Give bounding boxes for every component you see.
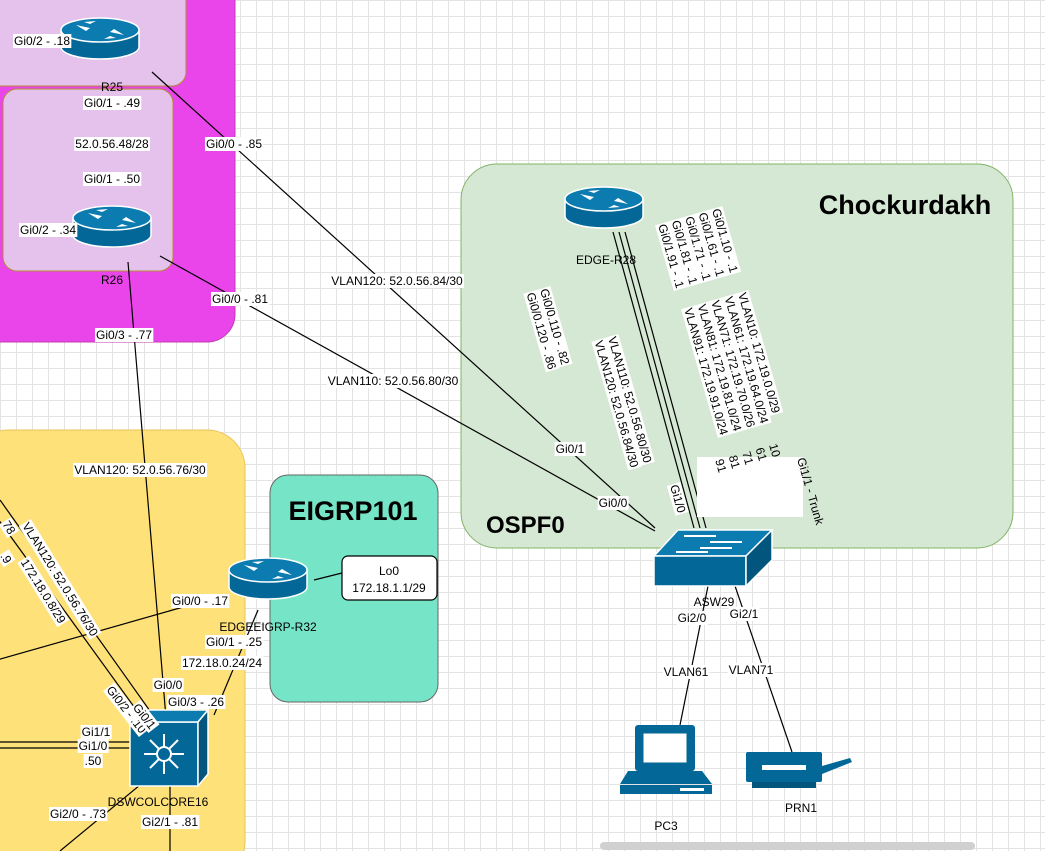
switch-asw29[interactable] [652,528,774,588]
link-r32-lo0 [313,572,343,581]
horizontal-scrollbar[interactable] [600,842,975,850]
label-prn1-name: PRN1 [785,801,817,815]
link-r28-asw-a [612,231,695,529]
prn1-printer-icon[interactable] [746,752,852,788]
label-r26-gi03: Gi0/3 - .77 [96,328,152,342]
label-r25-name: R25 [101,80,123,94]
label-r32-gi00: Gi0/0 - .17 [172,594,228,608]
label-r25-gi00: Gi0/0 - .85 [206,137,262,151]
label-r26-name: R26 [101,273,123,287]
label-edge-r28-name: EDGE-R28 [576,253,636,267]
label-vlan120-r26-dsw: VLAN120: 52.0.56.76/30 [74,463,206,477]
label-asw-gi21: Gi2/1 [730,607,759,621]
zone-title-chockurdakh: Chockurdakh [819,190,992,220]
label-vlan110-r26: VLAN110: 52.0.56.80/30 [328,374,459,388]
label-asw-gi00: Gi0/0 [599,496,628,510]
label-edge-eigrp-r32-name: EDGEEIGRP-R32 [219,620,317,634]
zone-title-eigrp: EIGRP101 [288,496,417,526]
lo0-address: 172.18.1.1/29 [352,581,426,595]
label-trunk-vlan81: 81 [726,454,743,471]
labels: Gi0/2 - .18 R25 Gi0/1 - .49 52.0.56.48/2… [12,34,817,833]
label-asw29-name: ASW29 [694,595,735,609]
link-left-dsw-b [0,520,146,723]
label-trunk-vlan71: 71 [739,450,756,467]
lo0-box[interactable] [341,555,438,601]
label-dsw-gi10: Gi1/0 [79,739,108,753]
lo0-name: Lo0 [379,564,399,578]
label-trunk-vlan61: 61 [753,446,770,463]
label-vlan71: VLAN71 [729,663,774,677]
link-asw-pc3 [679,585,709,726]
label-dsw-gi03: Gi0/3 - .26 [168,695,224,709]
label-r26-gi00: Gi0/0 - .81 [212,292,268,306]
pc3-computer-icon[interactable] [620,725,712,794]
label-net-r32-dsw: 172.18.0.24/24 [182,656,262,670]
label-trunk-vlan10: 10 [766,442,783,459]
router-edge-r28[interactable] [564,186,644,229]
link-r28-asw-b [618,231,701,529]
router-r25[interactable] [60,17,140,60]
trunk-label-box: Gi1/1 - Trunk 10 61 71 81 91 [697,442,827,527]
router-r26[interactable] [72,205,152,248]
label-r25-gi02: Gi0/2 - .18 [14,34,70,48]
label-dsw-gi00: Gi0/0 [154,678,183,692]
label-dsw-gi21: Gi2/1 - .81 [142,815,198,829]
label-dsw-gi11: Gi1/1 [82,725,111,739]
zone-title-ospf: OSPF0 [486,512,565,539]
label-pc3-name: PC3 [654,819,678,833]
label-asw-gi01: Gi0/1 [556,442,585,456]
label-trunk-vlan91: 91 [712,457,729,474]
label-asw-gi20: Gi2/0 [678,611,707,625]
label-dsw-gi20: Gi2/0 - .73 [50,807,106,821]
label-dsw-50: .50 [85,754,102,768]
label-net-r25-r26: 52.0.56.48/28 [75,137,149,151]
link-r28-asw-c [624,231,707,529]
label-dswcolcore16-name: DSWCOLCORE16 [108,795,209,809]
label-vlan120-r25: VLAN120: 52.0.56.84/30 [331,274,463,288]
label-r26-gi01: Gi0/1 - .50 [84,172,140,186]
label-r32-gi01: Gi0/1 - .25 [206,635,262,649]
label-r26-gi02: Gi0/2 - .34 [20,223,76,237]
label-r25-gi01: Gi0/1 - .49 [84,96,140,110]
label-r28-vlans: VLAN10: 172.19.0.0/29 VLAN61: 172.19.64.… [681,290,784,438]
label-vlan61: VLAN61 [664,665,709,679]
router-edge-eigrp-r32[interactable] [228,557,308,600]
